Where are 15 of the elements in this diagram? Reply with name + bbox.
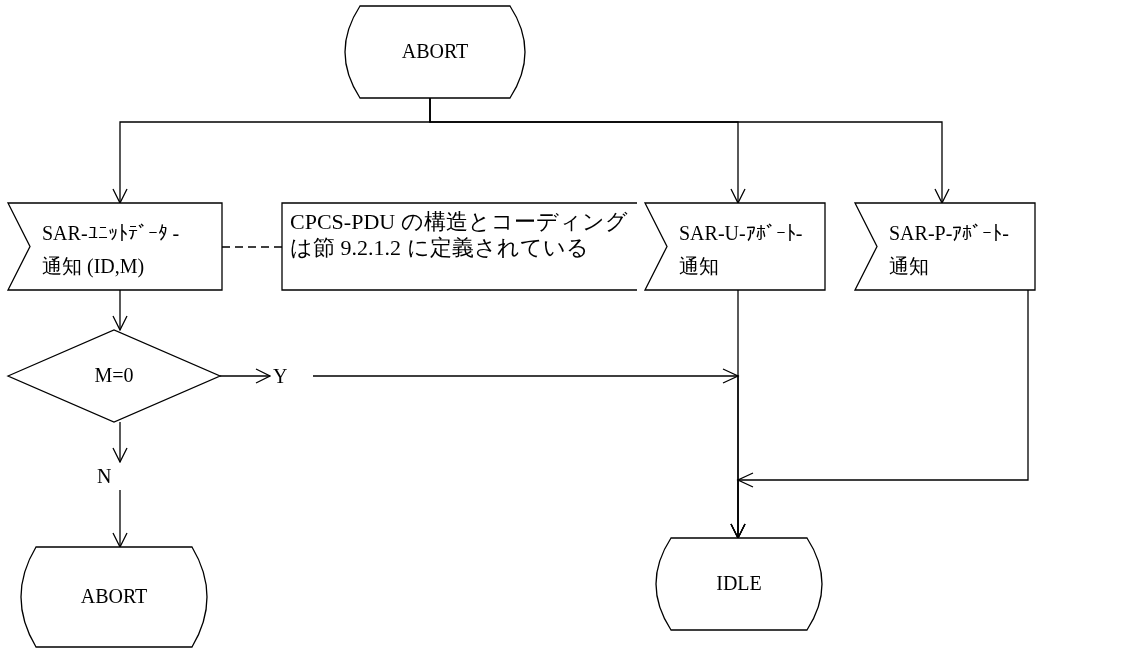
node-label: SAR-ﾕﾆｯﾄﾃﾞｰﾀ -通知 (ID,M) — [42, 221, 181, 280]
decision-diamond — [8, 330, 220, 422]
node-label: M=0 — [93, 363, 135, 388]
node-label: ABORT — [79, 584, 149, 609]
signal-input-shape — [645, 203, 825, 290]
node-label: SAR-U-ｱﾎﾞｰﾄ- 通知 — [679, 221, 804, 279]
branch-label: Y — [273, 364, 288, 389]
node-label: IDLE — [715, 571, 763, 596]
signal-input-shape — [855, 203, 1035, 290]
node-label: SAR-P-ｱﾎﾞｰﾄ- 通知 — [889, 221, 1010, 279]
branch-label: N — [97, 464, 112, 489]
comment-bracket — [282, 203, 637, 290]
node-label: CPCS-PDU の構造とコーディングは節 9.2.1.2 に定義されている — [290, 209, 629, 262]
node-label: ABORT — [400, 39, 470, 64]
signal-input-shape — [8, 203, 222, 290]
